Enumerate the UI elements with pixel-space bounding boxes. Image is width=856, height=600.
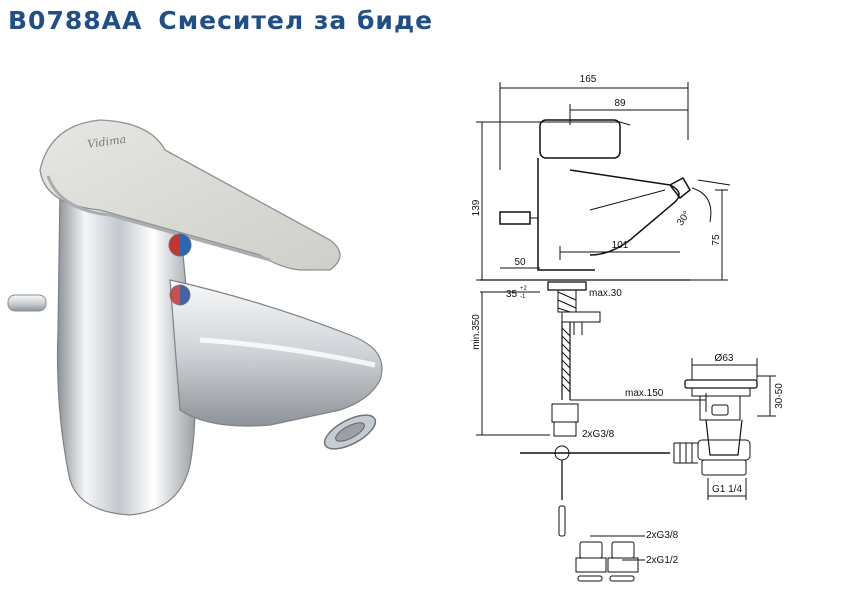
technical-drawing: 165 89 139 75 101 50 30° 35 +2 -1 max.30… bbox=[471, 74, 785, 582]
dim-connection-top: 2xG3/8 bbox=[582, 429, 615, 440]
dim-waste-height: 30-50 bbox=[774, 383, 785, 409]
brand-logo: Vidima bbox=[87, 133, 127, 151]
dim-spout-height: 75 bbox=[711, 234, 722, 246]
popup-rod bbox=[7, 294, 47, 312]
product-code: B0788AA bbox=[8, 6, 143, 35]
spout bbox=[169, 279, 383, 427]
dim-waste-reach: max.150 bbox=[625, 388, 664, 399]
dim-height: 139 bbox=[471, 199, 482, 216]
dim-adapter-bottom: 2xG1/2 bbox=[646, 555, 679, 566]
dim-deck-tol-plus: +2 bbox=[520, 286, 528, 292]
dim-lever-width: 89 bbox=[614, 98, 626, 109]
dim-deck-thickness: 35 bbox=[506, 289, 518, 300]
dim-spout-reach: 101 bbox=[612, 240, 629, 251]
dim-hose-length: min.350 bbox=[471, 314, 482, 350]
dim-waste-thread: G1 1/4 bbox=[712, 484, 742, 495]
dim-overall-width: 165 bbox=[580, 74, 597, 85]
bidet-mixer-photo-icon: Vidima bbox=[7, 119, 383, 516]
lever-handle bbox=[39, 119, 341, 271]
dim-base-offset: 50 bbox=[514, 257, 526, 268]
dim-max-deck: max.30 bbox=[589, 288, 622, 299]
dim-angle: 30° bbox=[675, 209, 693, 228]
product-name: Смесител за биде bbox=[158, 6, 434, 35]
page-title: B0788AA Смесител за биде bbox=[8, 6, 433, 35]
dim-adapter-top: 2xG3/8 bbox=[646, 530, 679, 541]
dim-waste-diameter: Ø63 bbox=[715, 353, 734, 364]
dim-deck-tol-minus: -1 bbox=[520, 294, 526, 300]
